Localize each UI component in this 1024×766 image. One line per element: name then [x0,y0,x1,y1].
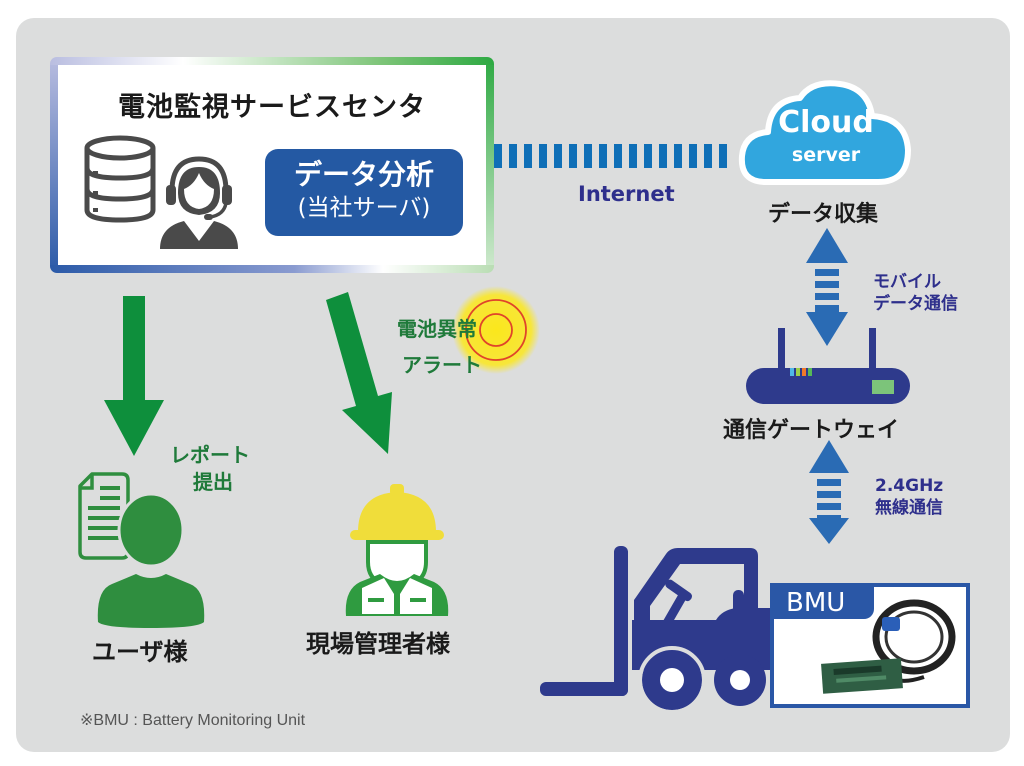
internet-link-segment [629,144,637,168]
internet-link-segment [719,144,727,168]
internet-link-segment [689,144,697,168]
gateway-led [808,368,812,376]
cloud-server-icon [738,80,911,185]
internet-link-segment [494,144,502,168]
alert-arrow [326,292,392,454]
internet-link-segment [674,144,682,168]
site-manager-label: 現場管理者様 [306,630,450,658]
document-icon [78,472,130,560]
wireless-line2: 無線通信 [875,498,943,518]
report-line1: レポート [170,443,250,467]
internet-link-segment [524,144,532,168]
data-analysis-label: データ分析 [293,158,434,191]
wireless-link-arrow [809,440,849,544]
gateway-label: 通信ゲートウェイ [723,418,900,443]
mobile-line2: データ通信 [873,294,958,314]
bmu-tab: BMU [774,587,874,619]
cloud-title: Cloud [778,105,874,140]
internet-link [494,144,727,168]
forklift-icon [540,546,776,710]
cloud-subtitle: server [791,144,861,166]
internet-link-segment [509,144,517,168]
internet-link-segment [569,144,577,168]
site-manager-icon [345,484,449,616]
user-label: ユーザ様 [92,638,188,666]
internet-link-segment [614,144,622,168]
gateway-router-icon [746,328,910,404]
internet-label: Internet [578,182,675,206]
service-center-inner: 電池監視サービスセンタ データ分析 (当社サー [58,65,486,265]
service-center-box: 電池監視サービスセンタ データ分析 (当社サー [50,57,494,273]
data-analysis-button[interactable]: データ分析 (当社サーバ) [265,149,463,236]
alert-line1: 電池異常 [397,317,477,341]
own-server-label: (当社サーバ) [297,195,431,221]
internet-link-segment [644,144,652,168]
internet-link-segment [584,144,592,168]
internet-link-segment [704,144,712,168]
internet-link-segment [539,144,547,168]
alert-signal-icon [452,286,540,374]
mobile-line1: モバイル [873,272,941,292]
internet-link-segment [599,144,607,168]
operator-headset-icon [160,156,238,249]
user-with-report-icon [78,472,205,628]
service-center-title: 電池監視サービスセンタ [118,92,426,123]
bmu-device-box: BMU [770,583,970,708]
alert-line2: アラート [402,353,482,377]
data-collection-label: データ収集 [767,202,878,227]
report-arrow [104,296,164,456]
report-line2: 提出 [193,470,233,494]
gateway-led [796,368,800,376]
wireless-line1: 2.4GHz [875,476,944,496]
gateway-led [802,368,806,376]
database-icon [84,135,156,223]
footnote: ※BMU : Battery Monitoring Unit [80,712,306,729]
internet-link-segment [554,144,562,168]
gateway-led [790,368,794,376]
internet-link-segment [659,144,667,168]
mobile-link-arrow [806,228,848,346]
